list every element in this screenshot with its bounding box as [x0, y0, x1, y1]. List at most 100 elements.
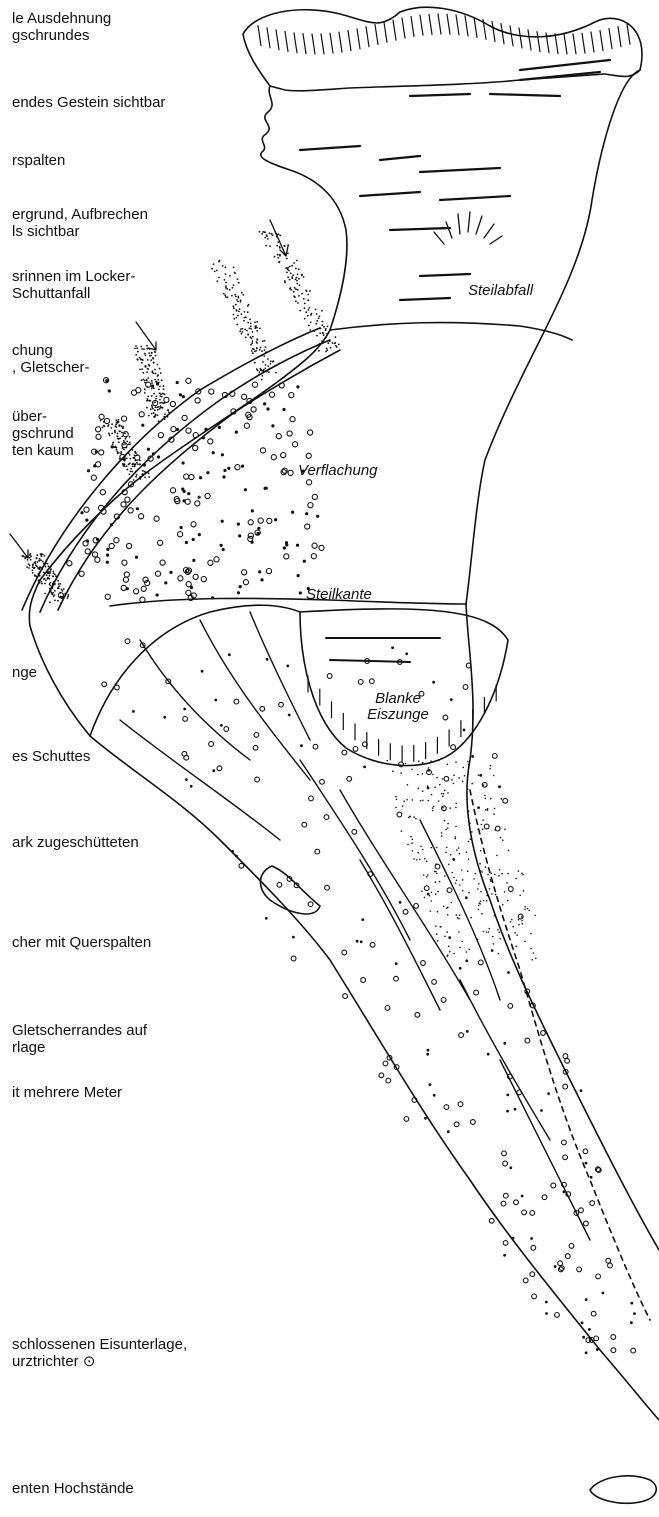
stipple-dot: [490, 798, 492, 800]
stipple-dot: [422, 790, 424, 792]
stipple-dot: [234, 294, 236, 296]
stipple-dot: [410, 836, 412, 838]
stipple-dot: [512, 926, 514, 928]
stipple-dot: [411, 842, 413, 844]
stipple-dot: [481, 871, 483, 873]
hatch-strokes: [258, 14, 630, 762]
boulder-ring: [127, 543, 132, 548]
stipple-dot: [436, 847, 438, 849]
boulder-ring: [109, 543, 114, 548]
stipple-dot: [147, 396, 149, 398]
boulder-ring: [594, 1336, 599, 1341]
stipple-dot: [325, 351, 327, 353]
stipple-dot: [237, 301, 239, 303]
stipple-dot: [321, 310, 323, 312]
stipple-dot: [449, 951, 451, 953]
boulder-ring: [503, 1241, 508, 1246]
stipple-dot: [284, 253, 286, 255]
stipple-dot: [416, 859, 418, 861]
debris-dot: [300, 744, 303, 747]
stipple-dot: [250, 322, 252, 324]
stipple-dot: [132, 464, 134, 466]
stipple-dot: [467, 788, 469, 790]
stipple-dot: [477, 939, 479, 941]
stipple-dot: [492, 936, 494, 938]
boulder-ring: [451, 745, 456, 750]
stipple-dot: [130, 468, 132, 470]
stipple-dot: [238, 282, 240, 284]
stipple-dot: [38, 568, 40, 570]
stipple-dot: [262, 361, 264, 363]
stipple-dot: [439, 784, 441, 786]
stipple-dot: [43, 578, 45, 580]
stipple-dot: [483, 900, 485, 902]
boulder-ring: [284, 554, 289, 559]
stipple-dot: [67, 597, 69, 599]
stipple-dot: [523, 890, 525, 892]
boulder-ring: [558, 1267, 563, 1272]
debris-dot: [361, 918, 364, 921]
stipple-dot: [269, 232, 271, 234]
debris-dot: [187, 492, 190, 495]
stipple-dot: [54, 590, 56, 592]
stipple-dot: [474, 873, 476, 875]
stipple-dot: [32, 572, 34, 574]
debris-dot: [199, 476, 202, 479]
stipple-dot: [144, 382, 146, 384]
stipple-dot: [310, 321, 312, 323]
debris-dot: [540, 1109, 543, 1112]
stipple-dot: [239, 330, 241, 332]
stipple-dot: [303, 276, 305, 278]
stipple-dot: [407, 844, 409, 846]
stipple-dot: [336, 346, 338, 348]
stipple-dot: [531, 959, 533, 961]
blanke-lines: [326, 638, 440, 662]
stipple-dot: [122, 444, 124, 446]
stipple-dot: [144, 353, 146, 355]
stipple-dot: [417, 774, 419, 776]
stipple-dot: [231, 295, 233, 297]
stipple-dot: [59, 583, 61, 585]
debris-dot: [391, 646, 394, 649]
stipple-dot: [316, 313, 318, 315]
stipple-dot: [435, 893, 437, 895]
stipple-dot: [44, 593, 46, 595]
stipple-dot: [59, 592, 61, 594]
stipple-dot: [229, 275, 231, 277]
stipple-dot: [225, 282, 227, 284]
boulder-ring: [327, 674, 332, 679]
boulder-ring: [260, 448, 265, 453]
stipple-dot: [504, 891, 506, 893]
stipple-dot: [499, 931, 501, 933]
stipple-dot: [233, 314, 235, 316]
stipple-dot: [485, 798, 487, 800]
terminal-blob: [590, 1476, 656, 1503]
boulder-ring: [583, 1149, 588, 1154]
stipple-dot: [457, 917, 459, 919]
debris-dot: [503, 1042, 506, 1045]
stipple-dot: [424, 858, 426, 860]
stipple-dot: [121, 425, 123, 427]
stipple-dot: [484, 795, 486, 797]
stipple-dot: [117, 433, 119, 435]
debris-dot: [244, 488, 247, 491]
stipple-dot: [486, 900, 488, 902]
stipple-dot: [35, 565, 37, 567]
stipple-dot: [151, 380, 153, 382]
debris-dot: [498, 785, 501, 788]
stipple-dot: [432, 810, 434, 812]
caption-9-line-0: ark zugeschütteten: [12, 834, 139, 851]
stipple-dot: [456, 914, 458, 916]
stipple-dot: [129, 444, 131, 446]
boulder-ring: [104, 418, 109, 423]
stipple-dot: [318, 317, 320, 319]
stipple-dot: [225, 287, 227, 289]
caption-11-line-0: Gletscherrandes auf: [12, 1022, 147, 1039]
stipple-dot: [50, 568, 52, 570]
boulder-ring: [404, 1117, 409, 1122]
stipple-dot: [295, 288, 297, 290]
boulder-ring: [105, 594, 110, 599]
boulder-ring: [565, 1254, 570, 1259]
stipple-dot: [413, 858, 415, 860]
stipple-dot: [134, 465, 136, 467]
